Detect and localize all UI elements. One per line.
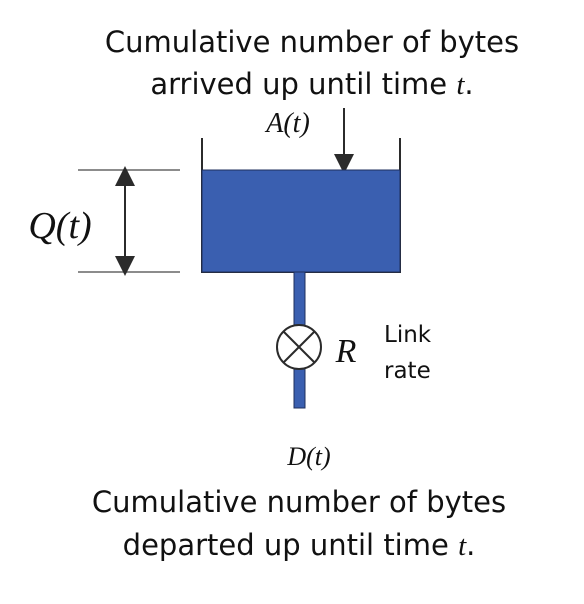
bottom-caption-line2-prefix: departed up until time: [123, 528, 458, 562]
link-rate-label-line1: Link: [384, 322, 432, 348]
rate-symbol: R: [335, 333, 357, 370]
bottom-caption-line2: departed up until time t.: [123, 528, 476, 562]
arrival-label: A(t): [264, 108, 310, 139]
bottom-caption-time-var: t: [458, 530, 467, 562]
link-rate-label-line2: rate: [384, 358, 431, 384]
top-caption-line2-prefix: arrived up until time: [150, 67, 456, 101]
top-caption-line1: Cumulative number of bytes: [105, 25, 519, 59]
bottom-caption-line1: Cumulative number of bytes: [92, 485, 506, 519]
queue-fill: [201, 169, 401, 273]
top-caption-time-var: t: [456, 69, 465, 101]
queue-label: Q(t): [28, 205, 91, 247]
bottom-caption-line2-suffix: .: [466, 528, 475, 562]
departure-label: D(t): [286, 442, 330, 471]
top-caption-line2: arrived up until time t.: [150, 67, 473, 101]
top-caption-line2-suffix: .: [464, 67, 473, 101]
valve-cross-line-2: [283, 331, 315, 363]
